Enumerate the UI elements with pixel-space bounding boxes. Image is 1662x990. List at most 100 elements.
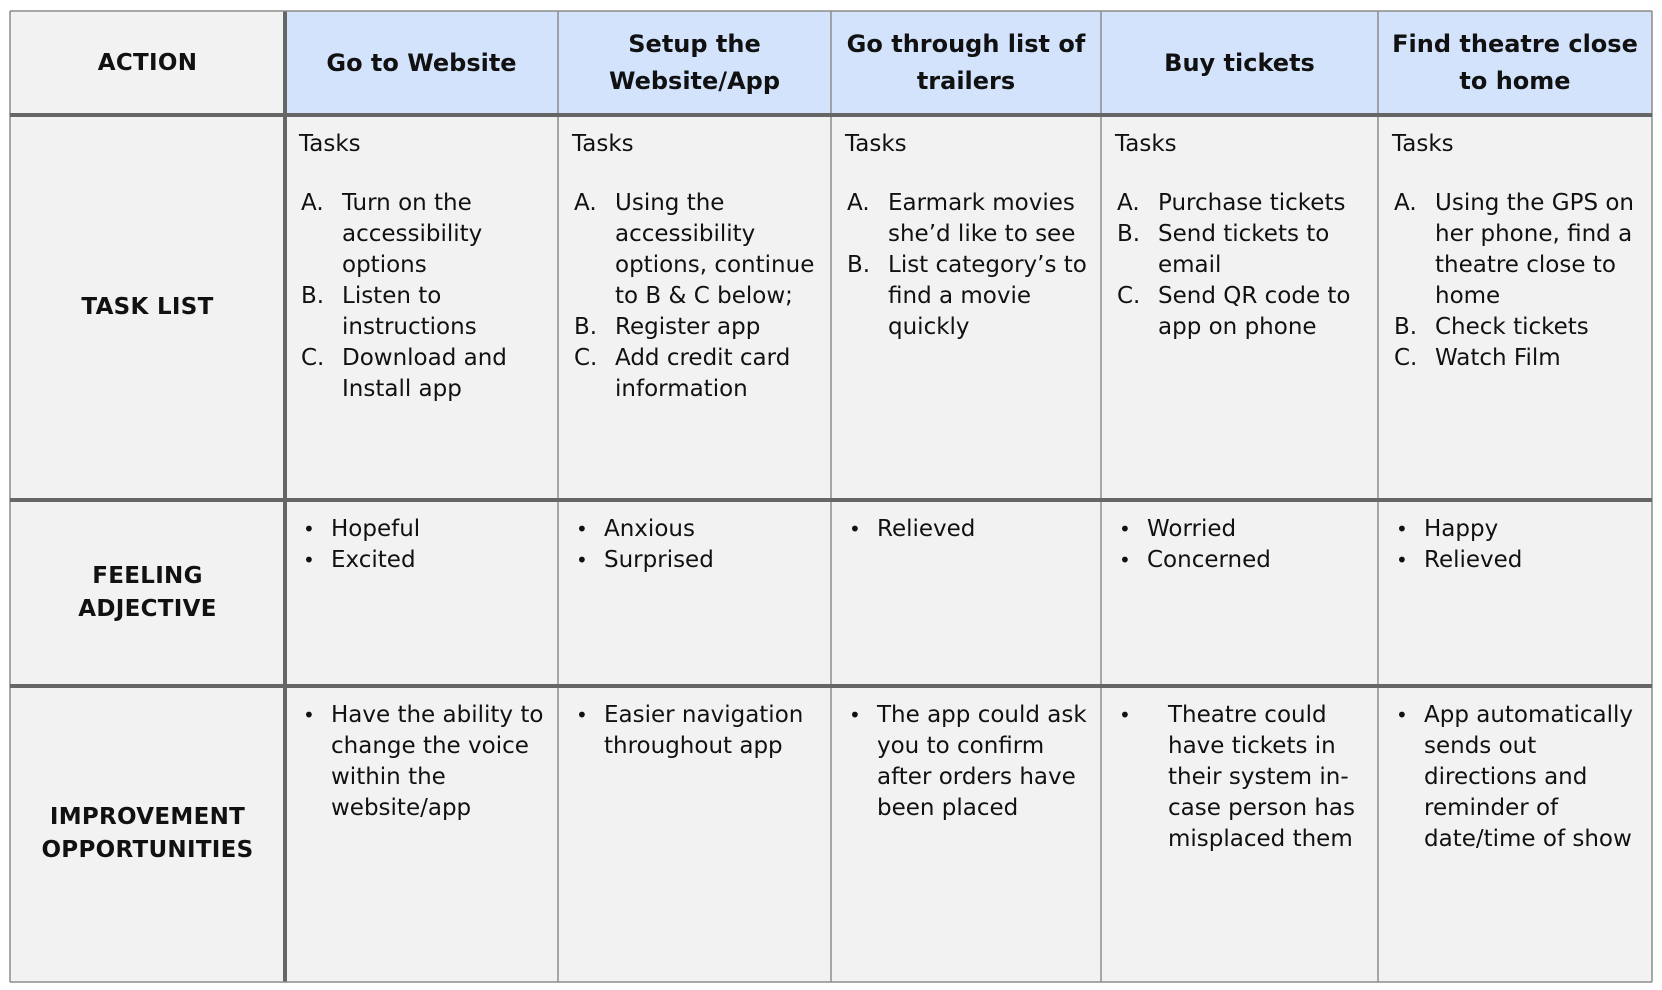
improvement-text: Have the ability to change the voice wit… (331, 702, 544, 821)
improvement-text: App automatically sends out directions a… (1424, 702, 1634, 852)
improvement-cell: • App automatically sends out directions … (1378, 686, 1652, 982)
task-item: B.Send tickets to email (1115, 219, 1368, 281)
feeling-list: •Happy•Relieved (1392, 514, 1642, 576)
column-header: Setup the Website/App (558, 11, 831, 115)
improvement-cell: •Theatre could have tickets in their sys… (1101, 686, 1378, 982)
task-item: A.Earmark movies she’d like to see (845, 188, 1091, 250)
task-item: A.Using the accessibility options, conti… (572, 188, 821, 312)
task-text: Send QR code to app on phone (1158, 283, 1351, 340)
task-item: B. Listen to instructions (299, 281, 548, 343)
feeling-item: •Excited (299, 545, 548, 576)
feeling-item: • Surprised (572, 545, 821, 576)
task-marker: C. (301, 345, 325, 371)
feeling-list: • Relieved (845, 514, 1091, 545)
column-header-label: Buy tickets (1164, 48, 1315, 77)
bullet-icon: • (1396, 703, 1408, 727)
task-text: Turn on the accessibility options (342, 190, 483, 278)
feeling-text: Concerned (1147, 547, 1271, 573)
task-marker: B. (301, 283, 325, 309)
improvement-text: Easier navigation throughout app (604, 702, 804, 759)
task-item: C.Watch Film (1392, 343, 1642, 374)
tasks-label: Tasks (1392, 131, 1454, 157)
improvement-item: • App automatically sends out directions … (1392, 700, 1642, 855)
task-text: Listen to instructions (342, 283, 477, 340)
feeling-item: • Relieved (845, 514, 1091, 545)
bullet-icon: • (1119, 548, 1131, 572)
tasks-label: Tasks (572, 131, 634, 157)
task-text: Add credit card information (615, 345, 791, 402)
feeling-list: •Anxious • Surprised (572, 514, 821, 576)
tasks-label: Tasks (1115, 131, 1177, 157)
feeling-item: • Worried (1115, 514, 1368, 545)
task-list: A.Using the GPS on her phone, find a the… (1392, 188, 1642, 374)
task-marker: C. (574, 345, 598, 371)
column-header: Find theatre close to home (1378, 11, 1652, 115)
feeling-list: • Hopeful •Excited (299, 514, 548, 576)
task-marker: A. (301, 190, 324, 216)
improvement-list: •The app could ask you to confirm after … (845, 700, 1091, 824)
task-item: B. List category’s to find a movie quickl… (845, 250, 1091, 343)
feeling-cell: • Worried • Concerned (1101, 500, 1378, 686)
task-text: List category’s to find a movie quickly (888, 252, 1087, 340)
row-header-task-list: TASK LIST (10, 115, 285, 500)
column-header-label: Go through list of trailers (846, 30, 1086, 95)
improvement-text: Theatre could have tickets in their syst… (1168, 702, 1355, 852)
column-header-label: Go to Website (326, 48, 517, 77)
task-list: A.Using the accessibility options, conti… (572, 188, 821, 405)
task-item: A.Using the GPS on her phone, find a the… (1392, 188, 1642, 312)
improvement-list: •Theatre could have tickets in their sys… (1115, 700, 1368, 855)
bullet-icon: • (303, 703, 315, 727)
improvement-text: The app could ask you to confirm after o… (877, 702, 1087, 821)
column-header-label: Find theatre close to home (1392, 30, 1638, 95)
feeling-item: • Concerned (1115, 545, 1368, 576)
feeling-cell: •Anxious • Surprised (558, 500, 831, 686)
feeling-cell: • Hopeful •Excited (285, 500, 558, 686)
improvement-item: •Theatre could have tickets in their sys… (1115, 700, 1368, 855)
task-marker: A. (574, 190, 597, 216)
feeling-text: Hopeful (331, 516, 421, 542)
bullet-icon: • (849, 517, 861, 541)
task-item: B. Register app (572, 312, 821, 343)
task-item: A. Purchase tickets (1115, 188, 1368, 219)
task-marker: B. (1394, 314, 1418, 340)
corner-header-action: ACTION (10, 11, 285, 115)
bullet-icon: • (576, 703, 588, 727)
improvement-cell: • Have the ability to change the voice wi… (285, 686, 558, 982)
tasks-label: Tasks (845, 131, 907, 157)
tasks-label: Tasks (299, 131, 361, 157)
improvement-item: • Have the ability to change the voice wi… (299, 700, 548, 824)
task-text: Purchase tickets (1158, 190, 1346, 216)
feeling-text: Worried (1147, 516, 1237, 542)
task-marker: A. (1117, 190, 1140, 216)
feeling-cell: •Happy•Relieved (1378, 500, 1652, 686)
feeling-text: Excited (331, 547, 416, 573)
column-header-label: Setup the Website/App (608, 30, 781, 95)
feeling-text: Relieved (877, 516, 976, 542)
bullet-icon: • (1396, 548, 1408, 572)
task-text: Watch Film (1435, 345, 1561, 371)
column-header: Buy tickets (1101, 11, 1378, 115)
task-marker: B. (574, 314, 598, 340)
bullet-icon: • (576, 548, 588, 572)
task-text: Register app (615, 314, 761, 340)
feeling-text: Surprised (604, 547, 714, 573)
task-text: Using the GPS on her phone, find a theat… (1435, 190, 1635, 309)
improvement-cell: •The app could ask you to confirm after … (831, 686, 1101, 982)
row-header-improvement-opportunities: IMPROVEMENT OPPORTUNITIES (10, 686, 285, 982)
column-header: Go to Website (285, 11, 558, 115)
bullet-icon: • (1396, 517, 1408, 541)
bullet-icon: • (303, 517, 315, 541)
feeling-cell: • Relieved (831, 500, 1101, 686)
improvement-cell: • Easier navigation throughout app (558, 686, 831, 982)
feeling-item: •Anxious (572, 514, 821, 545)
task-marker: B. (847, 252, 871, 278)
task-text: Check tickets (1435, 314, 1589, 340)
feeling-text: Anxious (604, 516, 695, 542)
feeling-text: Happy (1424, 516, 1499, 542)
bullet-icon: • (1119, 517, 1131, 541)
